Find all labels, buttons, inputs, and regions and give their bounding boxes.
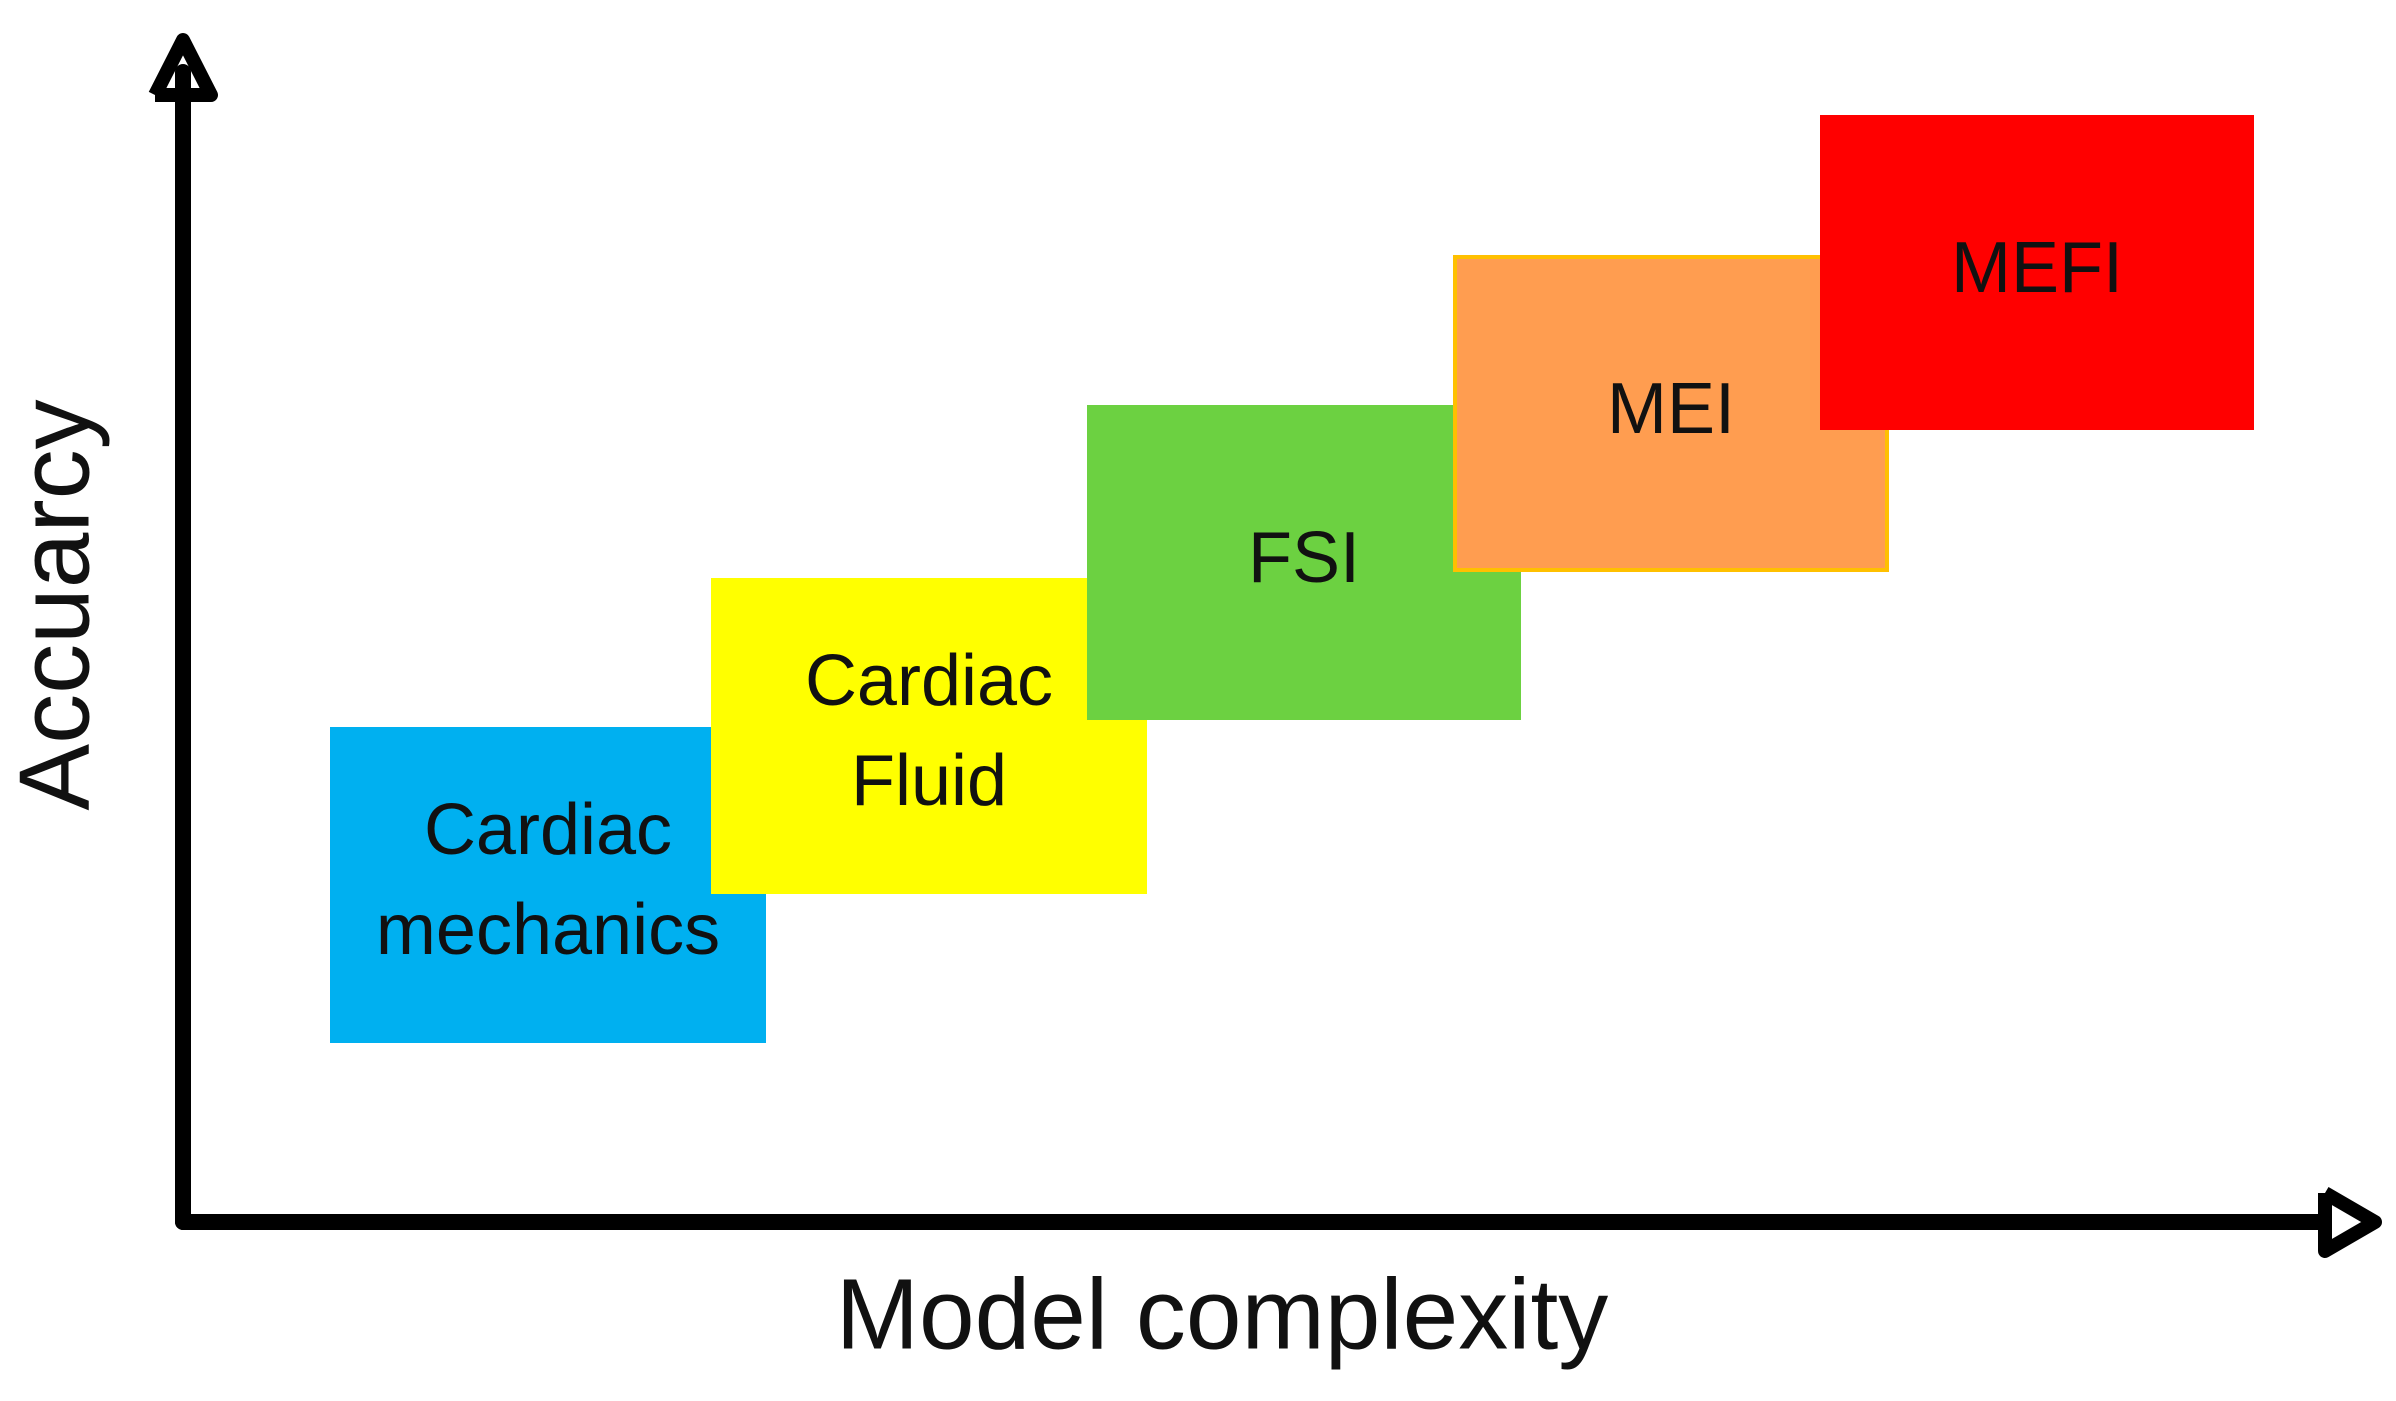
- box-fsi: FSI: [1087, 405, 1521, 720]
- y-axis: [148, 33, 218, 1230]
- y-axis-label: Accuarcy: [0, 399, 110, 810]
- box-mei: MEI: [1453, 255, 1889, 572]
- x-axis: [175, 1186, 2382, 1258]
- box-cardiac-fluid-line-2: Fluid: [851, 741, 1007, 821]
- box-mefi: MEFI: [1820, 115, 2254, 430]
- box-cardiac-mechanics: Cardiac mechanics: [330, 727, 766, 1043]
- box-cardiac-mechanics-rect: [330, 727, 766, 1043]
- box-cardiac-fluid-rect: [711, 578, 1147, 894]
- box-cardiac-mechanics-line-2: mechanics: [376, 890, 720, 970]
- y-axis-arrowhead: [148, 33, 218, 102]
- x-axis-arrowhead: [2318, 1186, 2382, 1258]
- x-axis-label: Model complexity: [836, 1258, 1609, 1370]
- box-mefi-label: MEFI: [1951, 228, 2123, 308]
- box-cardiac-fluid-line-1: Cardiac: [805, 641, 1053, 721]
- box-mei-rect: [1453, 255, 1889, 572]
- box-mefi-rect: [1820, 115, 2254, 430]
- box-cardiac-fluid: Cardiac Fluid: [711, 578, 1147, 894]
- box-fsi-label: FSI: [1248, 518, 1360, 598]
- box-fsi-rect: [1087, 405, 1521, 720]
- box-mei-label: MEI: [1607, 369, 1735, 449]
- box-cardiac-mechanics-line-1: Cardiac: [424, 790, 672, 870]
